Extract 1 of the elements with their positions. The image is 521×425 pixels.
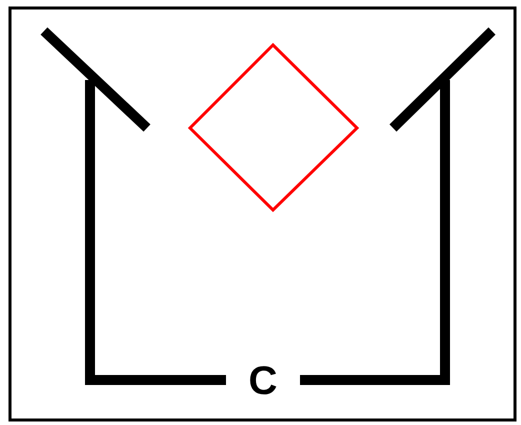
diamond-shape	[188, 42, 360, 212]
